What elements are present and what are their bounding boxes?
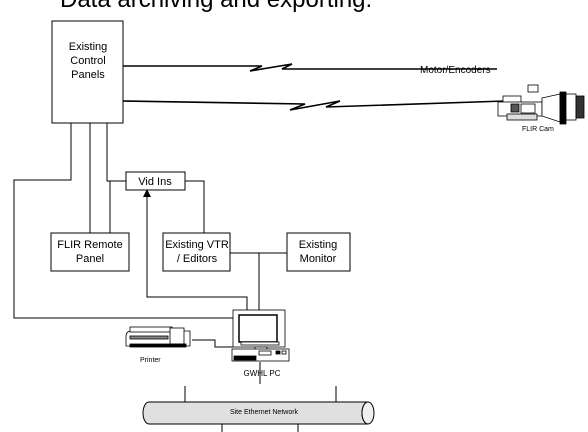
flir-remote-line1: FLIR Remote — [57, 239, 122, 251]
printer-label: Printer — [140, 357, 161, 364]
wire-panels-to-vid-ins — [106, 123, 126, 182]
box-existing-monitor: Existing Monitor — [286, 232, 351, 272]
box-control-panels: Existing Control Panels — [51, 20, 124, 124]
arrowhead-vid-ins — [143, 189, 151, 197]
lightning-link-motor — [123, 63, 497, 72]
vtr-line2: / Editors — [177, 253, 218, 265]
motor-encoders-label: Motor/Encoders — [420, 65, 491, 76]
lightning-link-camera — [122, 100, 506, 111]
control-panels-line1: Existing — [69, 41, 108, 53]
wire-printer-to-pc — [192, 339, 233, 348]
wire-vid-ins-to-vtr — [185, 180, 205, 233]
control-panels-line2: Control — [70, 55, 105, 67]
wireless-links — [122, 63, 506, 111]
flir-cam-icon — [497, 84, 585, 125]
flir-cam-label: FLIR Cam — [522, 126, 554, 133]
printer-icon — [125, 326, 191, 348]
flir-remote-line2: Panel — [76, 253, 104, 265]
box-existing-vtr: Existing VTR / Editors — [162, 232, 231, 272]
box-vid-ins: Vid Ins — [125, 171, 186, 191]
wire-pc-to-vid-ins — [146, 191, 248, 312]
network-label-bg — [226, 407, 302, 416]
pc-label: GWHL PC — [243, 369, 280, 378]
wire-panels-to-pc — [13, 123, 233, 319]
monitor-line1: Existing — [299, 239, 338, 251]
control-panels-line3: Panels — [71, 69, 105, 81]
monitor-line2: Monitor — [300, 253, 337, 265]
diagram-title: Data archiving and exporting. — [60, 0, 372, 14]
wiring — [13, 123, 337, 432]
pc-icon — [231, 309, 290, 362]
vid-ins-label: Vid Ins — [138, 176, 172, 188]
network-label: Site Ethernet Network — [230, 409, 299, 416]
box-flir-remote-panel: FLIR Remote Panel — [50, 232, 130, 272]
vtr-line1: Existing VTR — [165, 239, 229, 251]
